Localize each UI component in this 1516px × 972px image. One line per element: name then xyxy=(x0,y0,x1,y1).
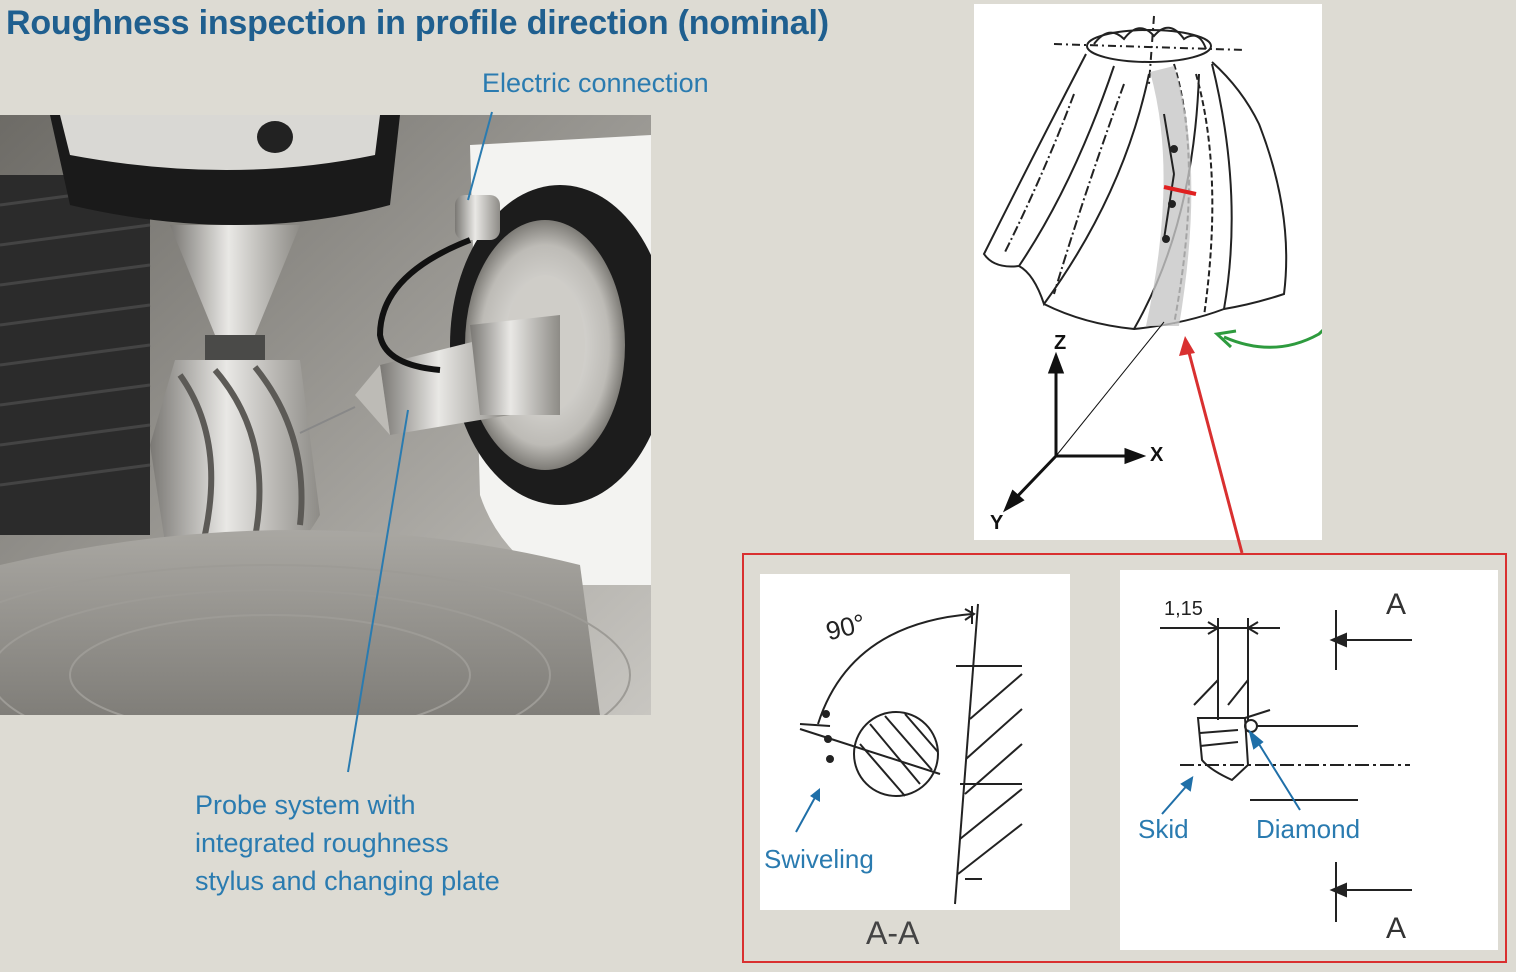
dimension-label: 1,15 xyxy=(1164,598,1203,620)
callout-probe-line-1: Probe system with xyxy=(195,790,416,820)
detail-frame xyxy=(742,553,1507,963)
callout-probe-line-3: stylus and changing plate xyxy=(195,866,500,896)
section-view-aa: 90° Swiveling xyxy=(760,574,1070,910)
callout-probe-system: Probe system with integrated roughness s… xyxy=(195,786,500,900)
skid-label: Skid xyxy=(1138,814,1189,844)
section-mark-bottom: A xyxy=(1386,912,1407,945)
axis-label-x: X xyxy=(1150,444,1164,466)
axis-label-z: Z xyxy=(1054,332,1067,354)
page-title: Roughness inspection in profile directio… xyxy=(6,4,829,42)
section-mark-top: A xyxy=(1386,588,1407,621)
side-view-drawing: 1,15 A A Skid Diamond xyxy=(1120,570,1498,950)
machine-photo xyxy=(0,115,670,786)
section-caption: A-A xyxy=(866,915,920,951)
axis-label-y: Y xyxy=(990,512,1004,534)
callout-electric-connection: Electric connection xyxy=(482,68,709,98)
callout-probe-line-2: integrated roughness xyxy=(195,828,449,858)
swiveling-label: Swiveling xyxy=(764,844,874,874)
gear-isometric-drawing: Z X Y xyxy=(974,4,1343,540)
diamond-label: Diamond xyxy=(1256,814,1361,844)
